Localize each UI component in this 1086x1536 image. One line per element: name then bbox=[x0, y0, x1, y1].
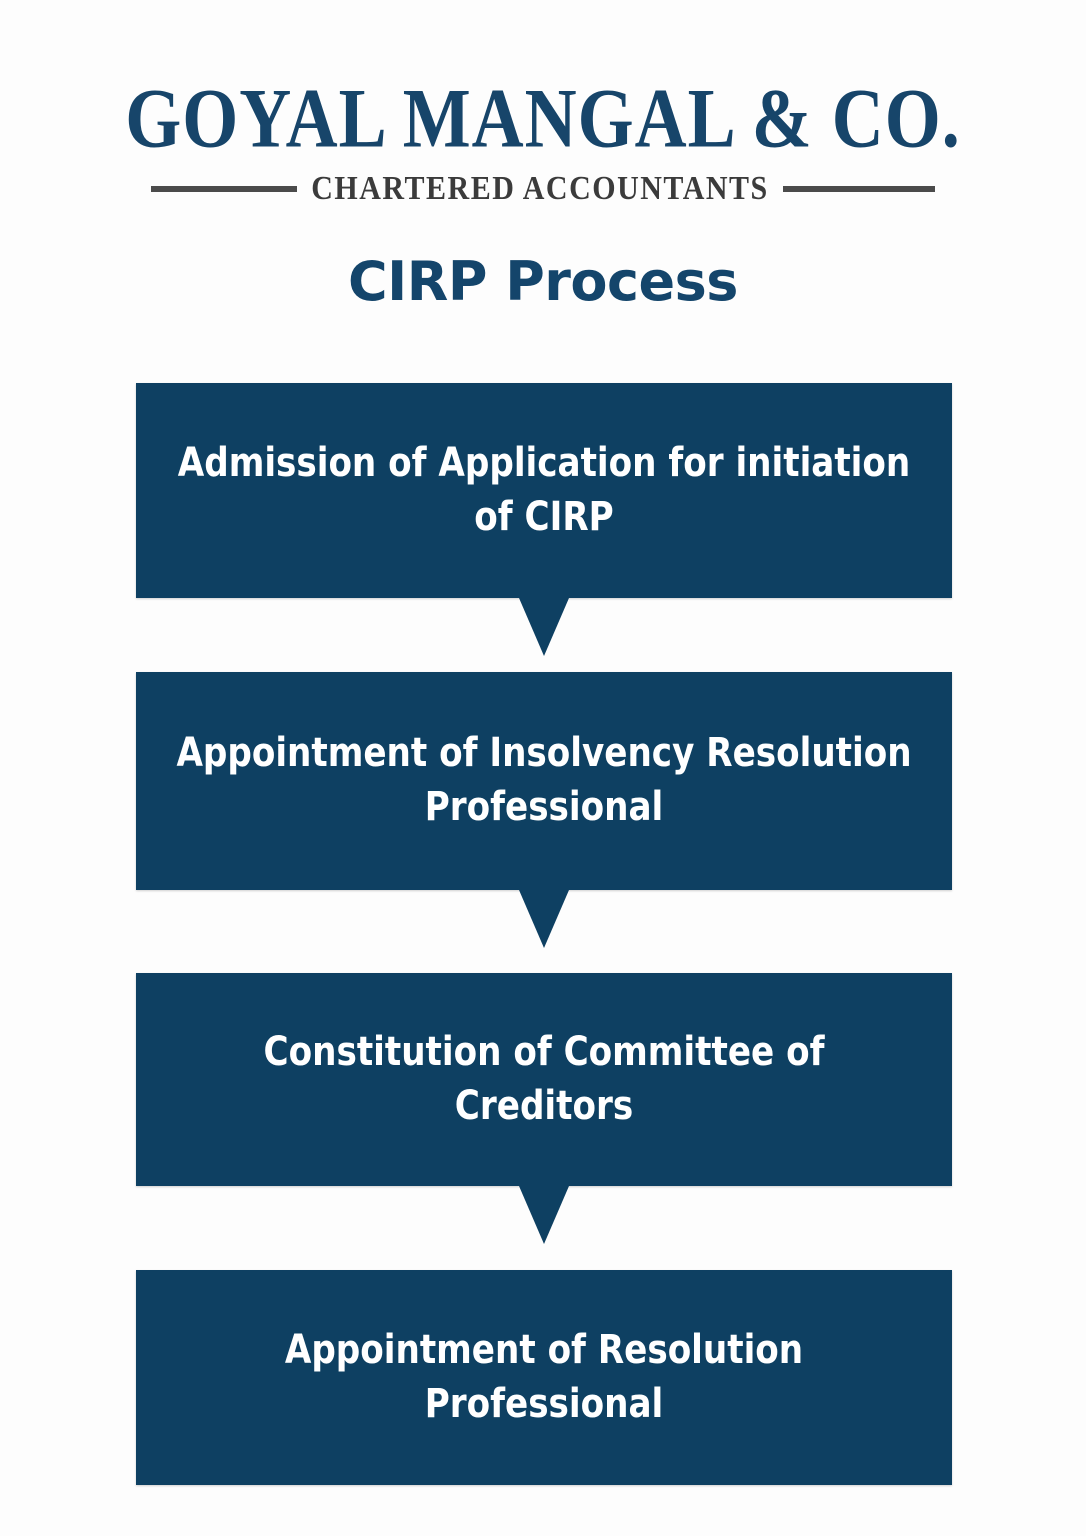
logo-rule-right-icon bbox=[782, 186, 935, 193]
flow-box-4[interactable]: Appointment of Resolution Professional bbox=[136, 1270, 952, 1485]
flow-step-2: Appointment of Insolvency Resolution Pro… bbox=[136, 672, 952, 890]
company-logo: GOYAL MANGAL & CO. CHARTERED ACCOUNTANTS bbox=[0, 70, 1086, 208]
flow-connector-arrow-1 bbox=[136, 598, 952, 672]
flow-box-3-label: Constitution of Committee of Creditors bbox=[263, 1028, 825, 1129]
logo-tagline: CHARTERED ACCOUNTANTS bbox=[311, 170, 769, 208]
flow-box-3[interactable]: Constitution of Committee of Creditors bbox=[136, 973, 952, 1186]
logo-tagline-row: CHARTERED ACCOUNTANTS bbox=[0, 170, 1086, 208]
arrow-down-icon bbox=[519, 1186, 569, 1244]
flow-box-2[interactable]: Appointment of Insolvency Resolution Pro… bbox=[136, 672, 952, 890]
logo-rule-left-icon bbox=[151, 186, 298, 193]
logo-wordmark: GOYAL MANGAL & CO. bbox=[125, 70, 961, 166]
flow-step-1: Admission of Application for initiation … bbox=[136, 383, 952, 598]
flow-box-4-label: Appointment of Resolution Professional bbox=[284, 1326, 804, 1427]
arrow-down-icon bbox=[519, 598, 569, 656]
page-title: CIRP Process bbox=[348, 250, 738, 313]
flow-step-3: Constitution of Committee of Creditors bbox=[136, 973, 952, 1186]
cirp-process-flowchart: Admission of Application for initiation … bbox=[136, 383, 952, 1485]
flow-box-1-label: Admission of Application for initiation … bbox=[177, 439, 911, 540]
arrow-down-icon bbox=[519, 890, 569, 948]
flow-box-1[interactable]: Admission of Application for initiation … bbox=[136, 383, 952, 598]
flow-connector-arrow-2 bbox=[136, 890, 952, 973]
flow-step-4: Appointment of Resolution Professional bbox=[136, 1270, 952, 1485]
flow-connector-arrow-3 bbox=[136, 1186, 952, 1270]
flow-box-2-label: Appointment of Insolvency Resolution Pro… bbox=[176, 730, 912, 830]
